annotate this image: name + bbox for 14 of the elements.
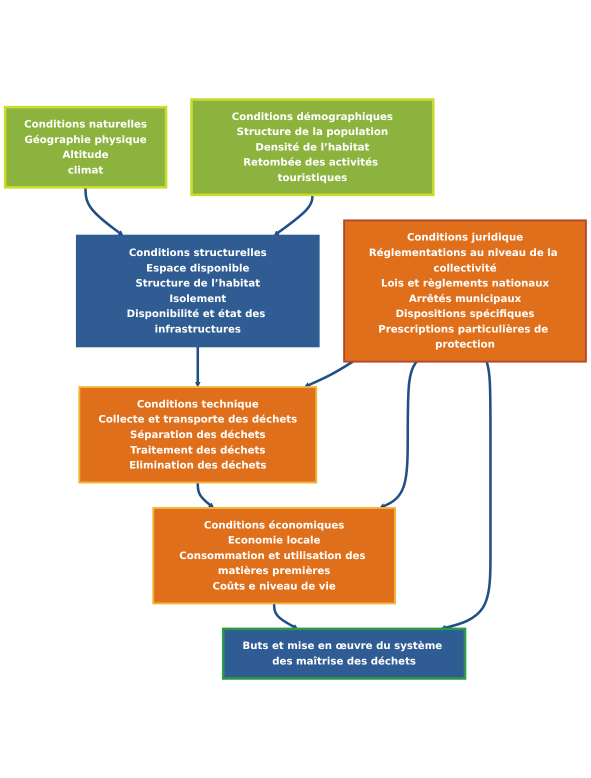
node-box: Buts et mise en œuvre du système des maîtrise des déchets xyxy=(222,628,466,680)
arrow xyxy=(379,360,418,508)
arrow xyxy=(274,194,314,236)
node-box: Conditions juridique Réglementations au niveau de la collectivité Lois et règlements nationaux Arrêtés municipaux Dispositions spécifiques Prescriptions particulières de protection xyxy=(343,219,587,363)
arrow xyxy=(304,360,354,388)
node-box: Conditions économiques Economie locale Consommation et utilisation des matières premières Coûts e niveau de vie xyxy=(152,507,396,604)
arrow xyxy=(194,346,201,388)
arrow xyxy=(272,603,298,630)
node-box: Conditions démographiques Structure de la population Densité de l’habitat Retombée des activités touristiques xyxy=(190,98,435,196)
node-box: Conditions technique Collecte et transporte des déchets Séparation des déchets Traitement des déchets Elimination des déchets xyxy=(78,386,318,484)
node-box: Conditions structurelles Espace disponible Structure de l’habitat Isolement Disponibilité et état des infrastructures xyxy=(76,234,320,348)
arrow xyxy=(196,482,214,508)
node-box: Conditions naturelles Géographie physique Altitude climat xyxy=(4,106,168,189)
arrow xyxy=(84,187,124,236)
